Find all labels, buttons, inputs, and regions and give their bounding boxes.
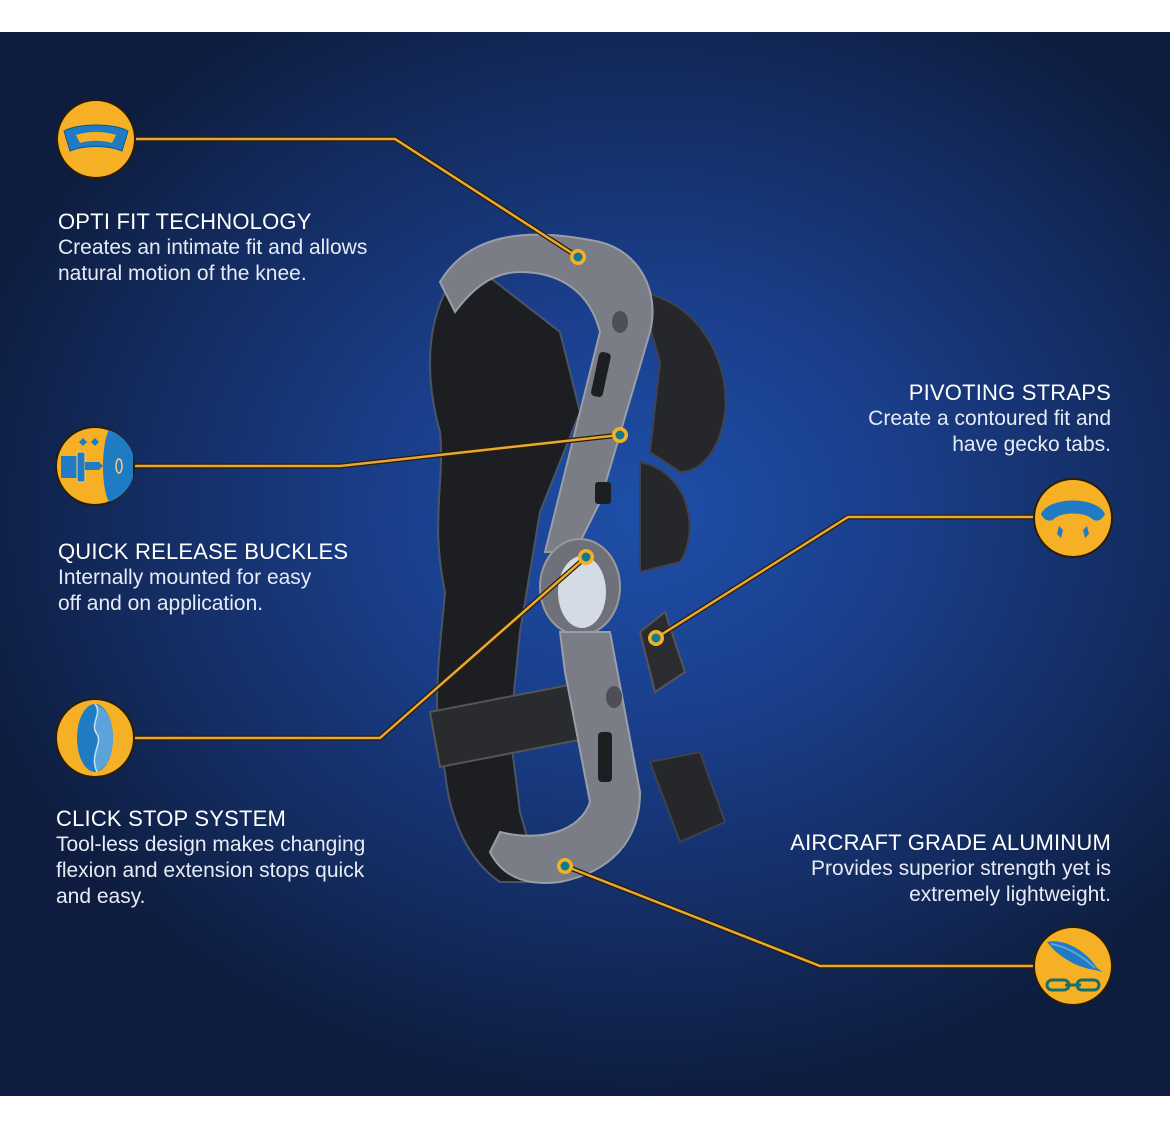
feature-title: CLICK STOP SYSTEM <box>56 806 286 831</box>
feature-title: QUICK RELEASE BUCKLES <box>58 539 349 564</box>
feature-description-line: and easy. <box>56 885 146 908</box>
feature-click-stop-system: CLICK STOP SYSTEM Tool-less design makes… <box>56 805 365 910</box>
feature-description-line: off and on application. <box>58 592 264 615</box>
feature-description-line: have gecko tabs. <box>952 433 1111 456</box>
feature-description-line: natural motion of the knee. <box>58 262 307 285</box>
buckle-icon <box>57 428 133 504</box>
feature-description-line: Creates an intimate fit and allows <box>58 236 368 259</box>
knee-brace-illustration <box>133 136 1035 969</box>
feature-description-line: Create a contoured fit and <box>868 407 1111 430</box>
feature-description-line: extremely lightweight. <box>909 883 1111 906</box>
infographic-panel: OPTI FIT TECHNOLOGY Creates an intimate … <box>0 32 1170 1096</box>
pivoting-strap-icon <box>1035 480 1111 556</box>
feather-chain-icon <box>1035 928 1111 1004</box>
feature-aircraft-grade-aluminum: AIRCRAFT GRADE ALUMINUM Provides superio… <box>790 829 1111 908</box>
feature-description-line: Tool-less design makes changing <box>56 833 366 856</box>
feature-pivoting-straps: PIVOTING STRAPS Create a contoured fit a… <box>868 379 1111 458</box>
callout-dots <box>557 249 664 874</box>
feature-description-line: Internally mounted for easy <box>58 566 312 589</box>
feature-opti-fit: OPTI FIT TECHNOLOGY Creates an intimate … <box>58 208 367 287</box>
feature-quick-release-buckles: QUICK RELEASE BUCKLES Internally mounted… <box>58 538 348 617</box>
feature-description-line: flexion and extension stops quick <box>56 859 365 882</box>
feature-title: PIVOTING STRAPS <box>908 380 1111 405</box>
opti-fit-shell-icon <box>58 101 134 177</box>
feature-description-line: Provides superior strength yet is <box>811 857 1111 880</box>
feature-title: AIRCRAFT GRADE ALUMINUM <box>790 830 1111 855</box>
click-stop-icon <box>57 700 133 776</box>
feature-title: OPTI FIT TECHNOLOGY <box>58 209 312 234</box>
